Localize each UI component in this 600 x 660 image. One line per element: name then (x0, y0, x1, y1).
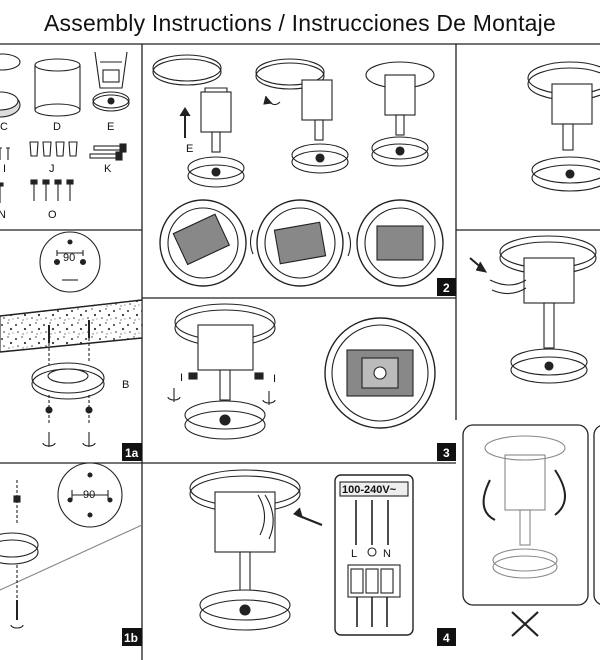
part-n-screw (0, 182, 4, 203)
step-number-1b: 1b (124, 631, 138, 645)
part-d-label: D (53, 121, 61, 133)
part-i-step3-left-label: I (180, 372, 183, 384)
part-e-step2-label: E (186, 143, 193, 155)
panel-1a-dimension: 90 (63, 252, 75, 264)
step-badge-1b (122, 628, 142, 646)
voltage-label: 100-240V~ (342, 484, 397, 496)
incorrect-wiring-panel (462, 424, 600, 637)
part-i-label: I (3, 163, 6, 175)
part-o-label: O (48, 209, 57, 221)
part-e-label: E (107, 121, 114, 133)
part-c-label: C (0, 121, 8, 133)
step-badge-4 (437, 628, 456, 646)
panel-1a-drawing (0, 231, 143, 447)
part-d-drawing (34, 58, 81, 117)
panel-1b-drawing (0, 462, 143, 629)
panel-5-drawing (527, 61, 600, 192)
live-label: L (351, 548, 357, 560)
panel-6-drawing (469, 235, 597, 384)
step-badge-3 (437, 443, 456, 461)
neutral-label: N (383, 548, 391, 560)
part-j-anchors (29, 141, 78, 157)
panel-2-drawing (152, 54, 444, 287)
panel-1b-dimension: 90 (83, 489, 95, 501)
panel-4-drawing (189, 469, 414, 636)
part-e-drawing (92, 51, 130, 112)
panel-3-drawing (167, 303, 436, 440)
panel-grid (0, 43, 600, 660)
part-b-label: B (122, 379, 129, 391)
cross-icon (511, 611, 539, 637)
step-number-3: 3 (443, 446, 450, 460)
part-c-drawing (0, 53, 21, 118)
step-badge-2 (437, 278, 456, 296)
part-k-bolts (89, 143, 127, 161)
step-number-2: 2 (443, 281, 450, 295)
part-n-label: N (0, 209, 6, 221)
part-i-step3-right-label: I (273, 373, 276, 385)
part-j-label: J (49, 163, 55, 175)
step-number-1a: 1a (125, 446, 139, 460)
part-k-label: K (104, 163, 112, 175)
parts-panel (0, 51, 130, 203)
part-o-screws (30, 179, 74, 201)
step-number-4: 4 (443, 631, 450, 645)
step-badge-1a (122, 443, 142, 461)
part-i-screws (0, 147, 10, 160)
page-title: Assembly Instructions / Instrucciones De… (44, 10, 556, 36)
